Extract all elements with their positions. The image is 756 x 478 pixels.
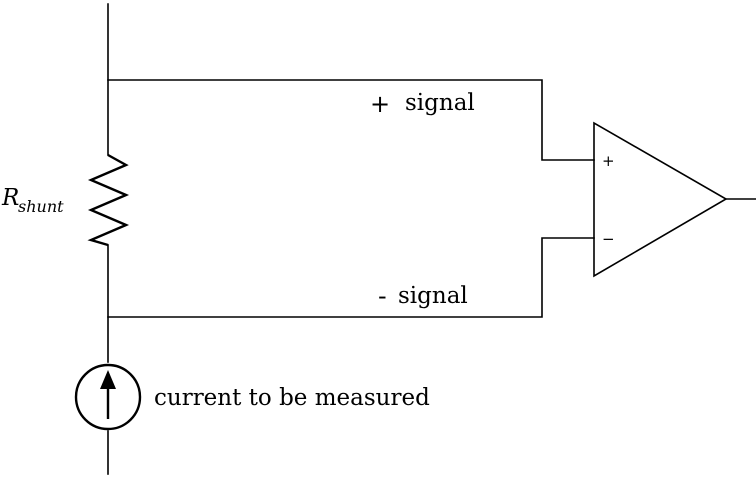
minus-signal-sign: - <box>378 282 387 310</box>
plus-signal-label: signal <box>405 90 475 116</box>
plus-signal-sign: + <box>370 90 390 118</box>
minus-signal-wire <box>107 237 595 318</box>
current-source-arrow-head <box>100 370 116 389</box>
opamp-minus-pin-label: − <box>602 230 615 248</box>
resistor-label-subscript: shunt <box>18 197 64 216</box>
resistor-label-main: R <box>1 185 19 211</box>
current-source-circle <box>74 363 142 431</box>
plus-signal-wire <box>107 79 595 161</box>
minus-signal-label: signal <box>398 283 468 309</box>
opamp-triangle <box>593 121 728 278</box>
shunt-resistor <box>87 153 130 247</box>
current-source <box>74 363 142 431</box>
opamp-plus-pin-label: + <box>602 152 615 170</box>
current-source-label: current to be measured <box>154 385 430 411</box>
